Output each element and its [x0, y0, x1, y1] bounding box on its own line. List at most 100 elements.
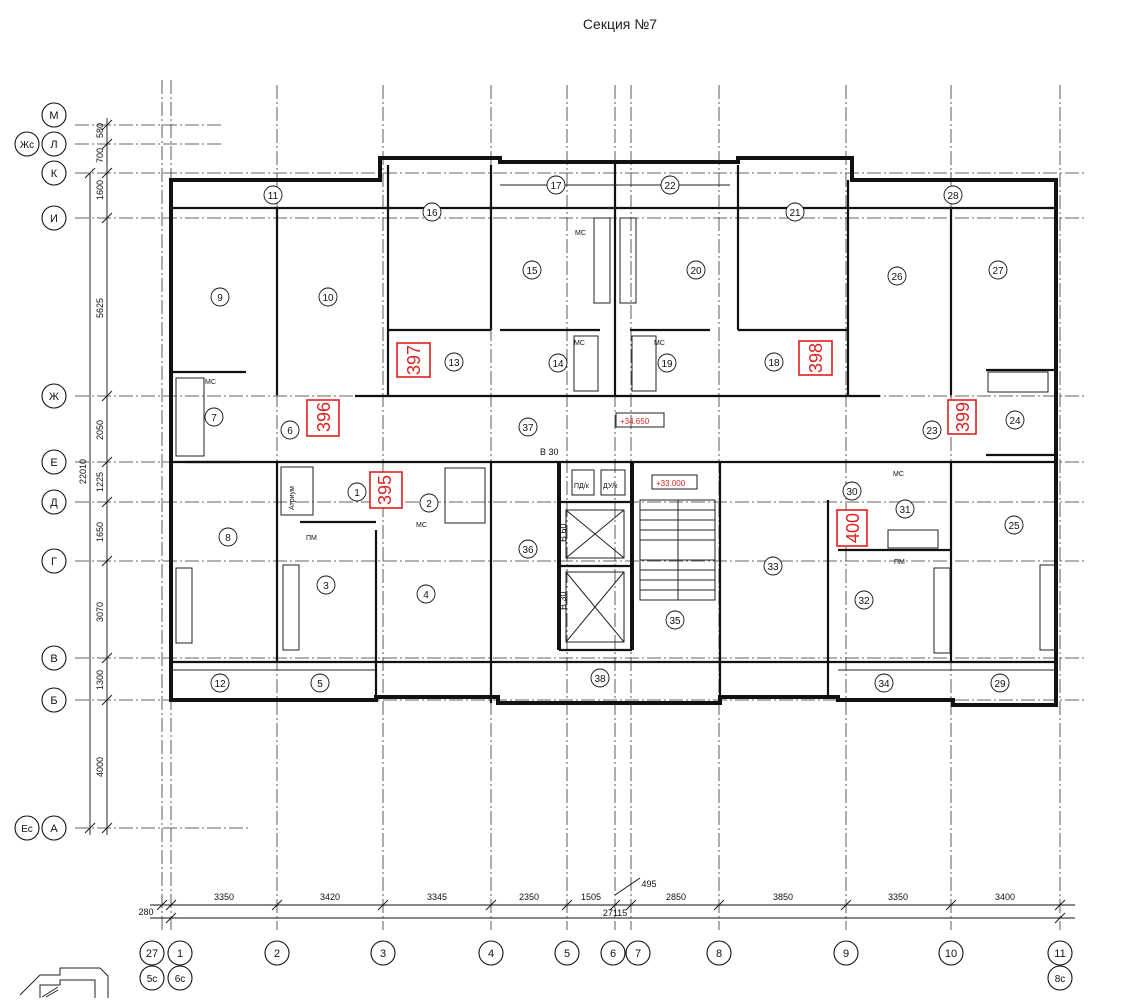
dim-bottom-280: 280	[138, 907, 153, 917]
axis-27: 27	[146, 948, 158, 960]
dim-bottom-2850: 2850	[666, 892, 686, 902]
axis-label-k: К	[51, 168, 58, 180]
room-numbers: 1 2 3 4 5 6 7 8 9 10 11 12 13 14 15 16 1…	[204, 175, 1025, 693]
elevation-33000: +33.000	[656, 479, 686, 488]
dim-bottom-3345: 3345	[427, 892, 447, 902]
axis-8c: 8с	[1055, 974, 1066, 985]
room-9: 9	[217, 293, 223, 304]
room-10: 10	[322, 293, 334, 304]
axis-2: 2	[274, 948, 280, 960]
axis-11: 11	[1054, 948, 1065, 960]
dim-bottom-3850: 3850	[773, 892, 793, 902]
room-2: 2	[426, 499, 432, 510]
interior-walls	[171, 162, 1058, 703]
apartment-397: 397	[404, 345, 424, 375]
room-12: 12	[214, 679, 226, 690]
axis-10: 10	[945, 948, 957, 960]
mc-label-2: МС	[574, 340, 585, 347]
room-24: 24	[1009, 416, 1021, 427]
dim-left-1600: 1600	[95, 180, 105, 200]
axis-label-zh: Ж	[49, 391, 59, 403]
mc-label-3: МС	[654, 340, 665, 347]
room-38: 38	[594, 674, 606, 685]
axis-label-b: Б	[50, 695, 57, 707]
key-plan-icon	[19, 967, 109, 998]
dim-left-700: 700	[95, 148, 105, 163]
lift-label-2: В 60	[558, 523, 568, 542]
dim-left-1300: 1300	[95, 670, 105, 690]
room-7: 7	[211, 413, 217, 424]
stair	[639, 499, 716, 601]
room-30: 30	[846, 487, 858, 498]
lift-label-3: В 30	[558, 591, 568, 610]
left-axis-bubbles: М Жс Л К И Ж Е Д Г В Б Ес А	[14, 102, 67, 841]
pm-label-2: ПМ	[894, 559, 905, 566]
room-28: 28	[947, 191, 959, 202]
apartment-400: 400	[843, 513, 863, 543]
axis-label-m: М	[49, 110, 58, 122]
plan-title: Секция №7	[582, 16, 658, 32]
dim-left-2050: 2050	[95, 420, 105, 440]
axis-3: 3	[380, 948, 386, 960]
room-31: 31	[899, 505, 911, 516]
axis-4: 4	[488, 948, 494, 960]
dim-left-1225: 1225	[95, 472, 105, 492]
aperture-label: Атриум	[289, 486, 296, 510]
axis-label-a: А	[50, 823, 58, 835]
apartment-396: 396	[314, 402, 334, 432]
axis-extra-zhs: Жс	[20, 140, 34, 151]
axis-extra-es: Ес	[21, 824, 33, 835]
dim-left-4000: 4000	[95, 757, 105, 777]
pm-label-1: ПМ	[306, 535, 317, 542]
axis-1: 1	[177, 948, 183, 960]
room-21: 21	[789, 208, 801, 219]
apartment-numbers: 395 396 397 398 399 400	[306, 340, 977, 547]
room-6: 6	[287, 426, 293, 437]
room-25: 25	[1008, 521, 1020, 532]
room-20: 20	[690, 266, 702, 277]
dim-bottom-3400: 3400	[995, 892, 1015, 902]
apartment-399: 399	[953, 402, 973, 432]
room-34: 34	[878, 679, 890, 690]
axis-8: 8	[716, 948, 722, 960]
dim-left-580: 580	[95, 123, 105, 138]
dim-bottom-2350: 2350	[519, 892, 539, 902]
room-33: 33	[767, 562, 779, 573]
room-4: 4	[423, 590, 429, 601]
room-3: 3	[323, 581, 329, 592]
room-14: 14	[552, 359, 564, 370]
room-26: 26	[891, 272, 903, 283]
dim-left-1650: 1650	[95, 522, 105, 542]
dim-bottom-3350a: 3350	[214, 892, 234, 902]
axis-label-i: И	[50, 213, 58, 225]
kitchen-fixtures: Атриум МС МС МС МС МС МС ПМ ПМ	[175, 217, 1057, 654]
du-label: ДУ/к	[603, 483, 618, 490]
room-15: 15	[526, 266, 538, 277]
room-36: 36	[522, 545, 534, 556]
room-18: 18	[768, 358, 780, 369]
room-16: 16	[426, 208, 438, 219]
room-13: 13	[448, 358, 460, 369]
dim-bottom-27115: 27115	[603, 908, 627, 918]
mc-label-6: МС	[575, 230, 586, 237]
left-dimensions: 580 700 1600 5625 2050 1225 22010 1650 3…	[78, 118, 113, 835]
elevation-marks: +34.650 +33.000	[615, 412, 698, 490]
axis-label-v: В	[50, 653, 57, 665]
dim-left-5625: 5625	[95, 298, 105, 318]
axis-5c: 5с	[147, 974, 158, 985]
axis-label-l: Л	[50, 139, 57, 151]
dim-bottom-3350b: 3350	[888, 892, 908, 902]
room-1: 1	[354, 488, 360, 499]
bottom-dimensions: 280 3350 3420 3345 2350 1505 495 2850 38…	[138, 877, 1075, 924]
lift-label-1: В 30	[540, 447, 559, 457]
room-27: 27	[992, 266, 1004, 277]
axis-label-d: Д	[50, 497, 58, 509]
elevation-34650: +34.650	[620, 417, 650, 426]
axis-label-e: Е	[50, 457, 57, 469]
dim-bottom-1505: 1505	[581, 892, 601, 902]
axis-5: 5	[564, 948, 570, 960]
dim-left-3070: 3070	[95, 602, 105, 622]
room-8: 8	[225, 533, 231, 544]
axis-6: 6	[610, 948, 616, 960]
